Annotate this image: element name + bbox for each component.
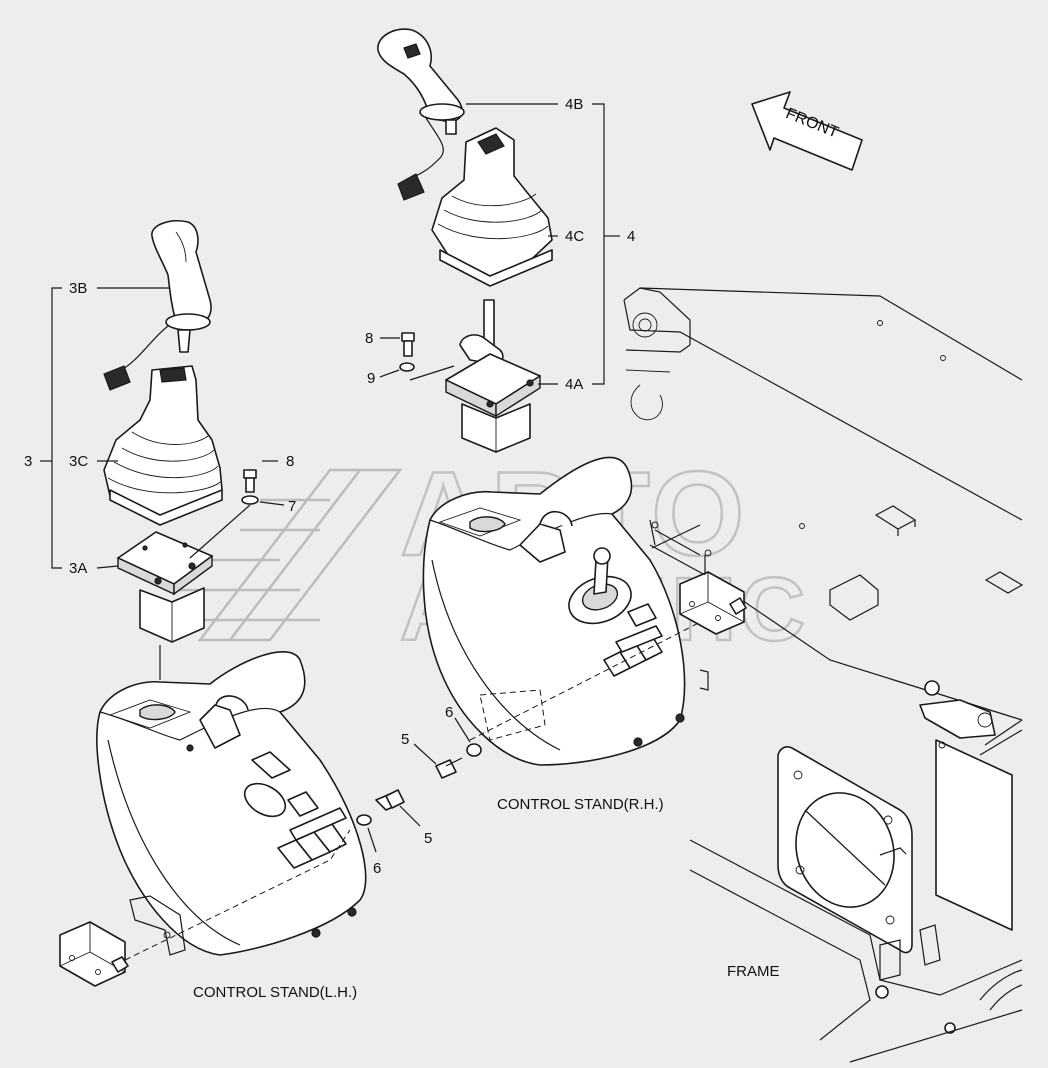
rh-washer-6 (466, 743, 482, 757)
frame (623, 287, 1024, 1063)
callout-6-left: 6 (373, 860, 381, 877)
control-stand-lh (59, 651, 405, 987)
callout-4: 4 (627, 228, 635, 245)
joystick-lh (103, 220, 259, 680)
lh-bolt-8 (243, 469, 257, 493)
rh-washer-9 (399, 362, 415, 372)
caption-control-stand-rh: CONTROL STAND(R.H.) (497, 796, 664, 813)
callout-5-left: 5 (424, 830, 432, 847)
callout-7: 7 (288, 498, 296, 515)
control-stand-rh (422, 456, 747, 779)
callout-8-right: 8 (365, 330, 373, 347)
lh-washer-7 (241, 495, 259, 505)
callout-6-right: 6 (445, 704, 453, 721)
rh-boot-4C (431, 127, 553, 287)
lh-washer-6 (356, 814, 372, 826)
caption-frame: FRAME (727, 963, 780, 980)
captions: CONTROL STAND(R.H.) CONTROL STAND(L.H.) … (193, 796, 780, 1001)
lh-handle-3B (103, 220, 212, 391)
joystick-rh (377, 28, 553, 453)
rh-valve-4A (445, 299, 541, 453)
callout-3: 3 (24, 453, 32, 470)
callout-3B: 3B (69, 280, 87, 297)
front-arrow: FRONT (751, 91, 863, 171)
callout-5-right: 5 (401, 731, 409, 748)
callout-4B: 4B (565, 96, 583, 113)
leader-lines (40, 103, 620, 853)
callout-8-left: 8 (286, 453, 294, 470)
callout-3C: 3C (69, 453, 88, 470)
rh-bolt-8 (401, 332, 415, 357)
rh-handle-4B (377, 28, 465, 201)
rh-bolt-5 (435, 757, 463, 779)
caption-control-stand-lh: CONTROL STAND(L.H.) (193, 984, 357, 1001)
callout-4A: 4A (565, 376, 583, 393)
callout-9: 9 (367, 370, 375, 387)
lh-bolt-5 (375, 789, 405, 811)
callout-4C: 4C (565, 228, 584, 245)
callout-3A: 3A (69, 560, 87, 577)
lh-boot-3C (103, 365, 223, 526)
lh-valve-3A (117, 531, 213, 680)
callouts: 3 3B 3C 3A 8 7 4B 4C 4 4A 8 9 5 6 5 6 (24, 96, 635, 877)
